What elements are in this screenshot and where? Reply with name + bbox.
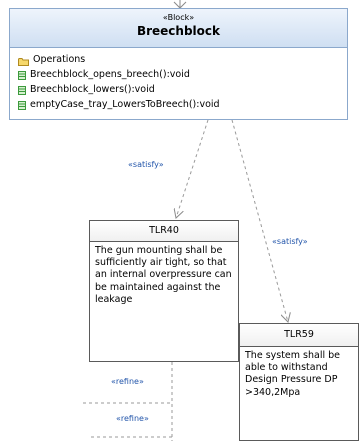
satisfy-connector-tlr40[interactable] [176,119,209,218]
block-stereotype: «Block» [162,13,195,22]
satisfy-connector-tlr59[interactable] [231,119,288,322]
folder-icon [18,56,29,66]
requirement-id: TLR59 [240,324,358,347]
operations-compartment[interactable]: Operations [18,52,347,67]
operation-item[interactable]: Breechblock_opens_breech():void [18,67,347,82]
operation-item[interactable]: emptyCase_tray_LowersToBreech():void [18,97,347,112]
operation-label: Breechblock_lowers():void [30,84,155,95]
block-name: Breechblock [136,24,221,38]
block-compartment: Operations Breechblock_opens_breech():vo… [10,48,347,112]
operation-icon [18,70,26,80]
refine-label: «refine» [116,414,149,423]
requirement-tlr40[interactable]: TLR40 The gun mounting shall be sufficie… [89,220,239,362]
operation-icon [18,100,26,110]
refine-label: «refine» [111,377,144,386]
operation-label: emptyCase_tray_LowersToBreech():void [30,99,220,110]
requirement-tlr59[interactable]: TLR59 The system shall be able to withst… [239,323,359,441]
requirement-id: TLR40 [90,221,238,242]
requirement-text: The gun mounting shall be sufficiently a… [95,245,232,305]
operations-label: Operations [33,54,86,65]
block-breechblock[interactable]: «Block» Breechblock Operations Breechblo… [9,8,348,120]
block-header: «Block» Breechblock [10,9,347,48]
operation-icon [18,85,26,95]
requirement-text: The system shall be able to withstand De… [245,350,341,398]
operation-item[interactable]: Breechblock_lowers():void [18,82,347,97]
satisfy-label: «satisfy» [272,237,308,246]
operation-label: Breechblock_opens_breech():void [30,69,190,80]
satisfy-label: «satisfy» [128,160,164,169]
